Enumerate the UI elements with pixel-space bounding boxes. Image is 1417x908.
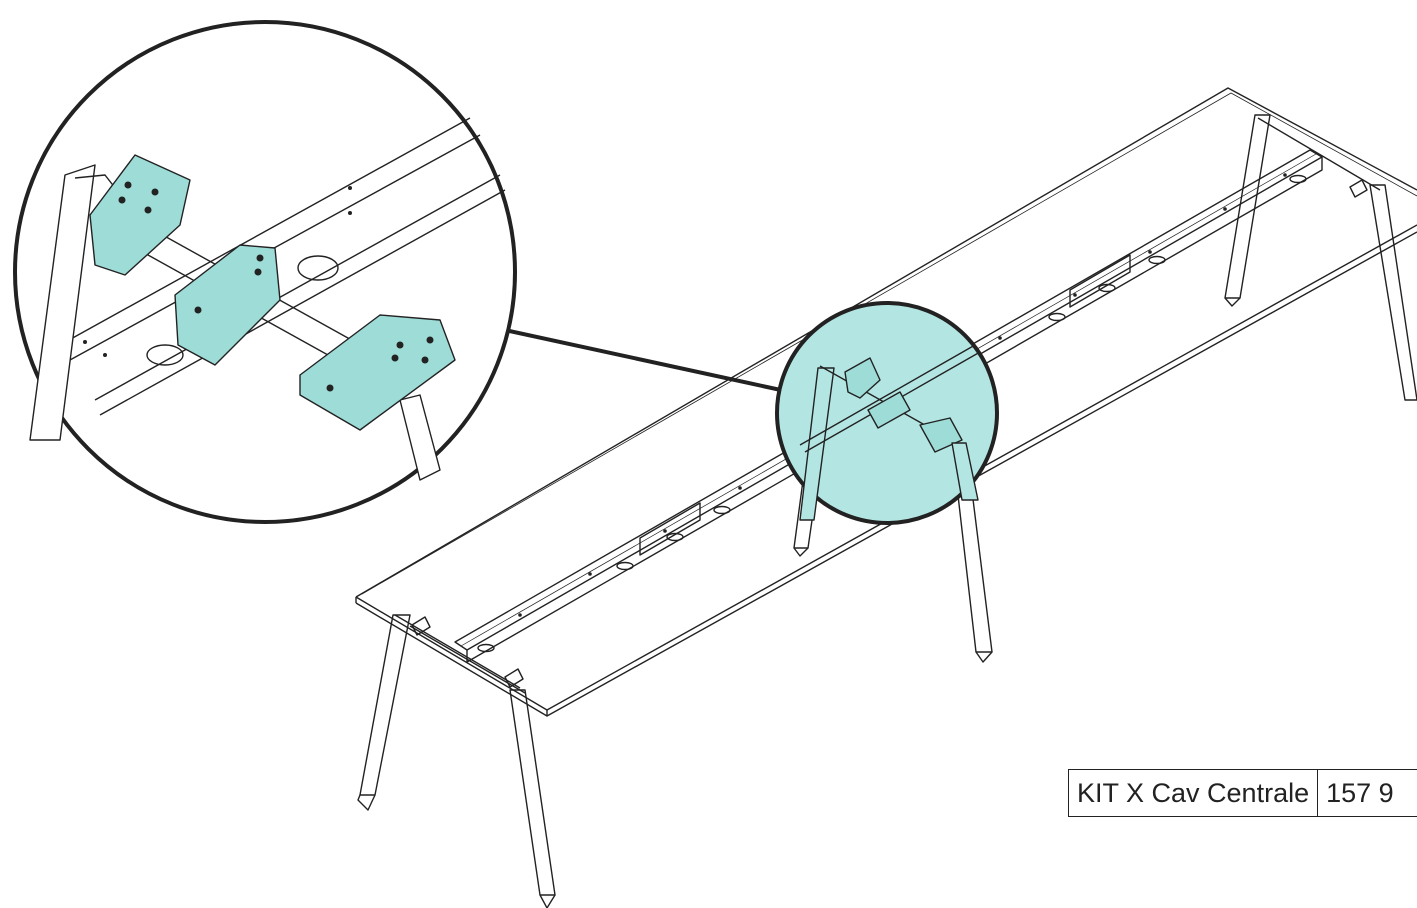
part-code: 157 9 [1326,777,1394,808]
table-top-panel [355,87,1417,717]
right-leg-frame [1224,114,1417,401]
highlight-circle [775,301,999,525]
left-front-leg [357,614,556,908]
part-name: KIT X Cav Centrale [1069,770,1319,816]
zoom-detail-circle [13,20,517,524]
part-label-table: KIT X Cav Centrale 157 9 [1068,769,1417,817]
zoom-callout-line [504,328,791,394]
